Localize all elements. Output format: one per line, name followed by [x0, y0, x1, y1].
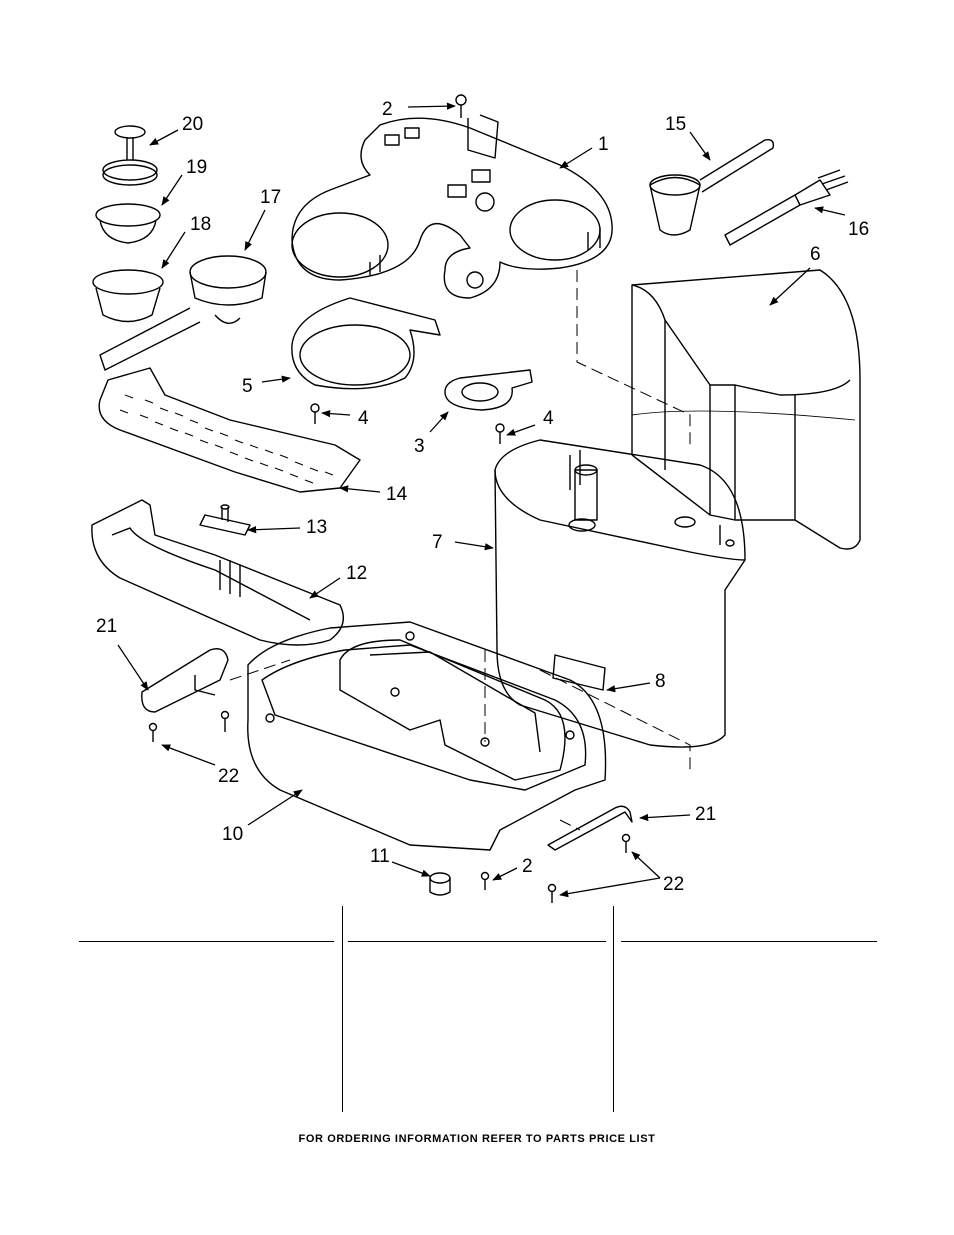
callout-11: 11: [370, 846, 390, 867]
callout-21-left: 21: [96, 616, 117, 637]
part-screw-top: [456, 95, 466, 118]
callout-14: 14: [386, 484, 408, 505]
callout-17: 17: [260, 187, 281, 208]
part-bracket-left: [142, 649, 228, 712]
callout-7: 7: [432, 532, 443, 553]
part-base: [248, 622, 606, 850]
part-screw-22b: [222, 712, 229, 733]
part-boiler-ring: [292, 298, 440, 389]
part-screw-22c: [623, 835, 630, 854]
callout-19: 19: [186, 157, 207, 178]
part-filter-18: [93, 270, 163, 322]
part-foot: [430, 873, 450, 895]
callout-3: 3: [414, 436, 425, 457]
callout-21-right: 21: [695, 804, 716, 825]
part-screw-22a: [150, 724, 157, 743]
callout-2-bottom: 2: [522, 856, 533, 877]
part-portafilter: [100, 256, 266, 370]
part-label-plate: [553, 655, 605, 690]
parts-table-rule-3: [621, 941, 877, 942]
parts-table-rule-2: [348, 941, 606, 942]
part-tamper: [103, 126, 157, 185]
callout-22-left: 22: [218, 766, 239, 787]
part-water-tank: [632, 270, 860, 549]
part-float: [200, 505, 250, 535]
callout-18: 18: [190, 214, 211, 235]
part-screw-22d: [549, 885, 556, 904]
part-scoop: [650, 140, 773, 235]
callout-4-left: 4: [358, 408, 369, 429]
part-drip-cup: [445, 370, 532, 410]
callout-13: 13: [306, 517, 327, 538]
callout-10: 10: [222, 824, 243, 845]
callout-16: 16: [848, 219, 869, 240]
part-top-cover: [292, 115, 612, 298]
callout-8: 8: [655, 671, 666, 692]
callout-12: 12: [346, 563, 367, 584]
part-bracket-right: [548, 806, 632, 850]
callout-5: 5: [242, 376, 253, 397]
callout-15: 15: [665, 114, 686, 135]
part-main-housing: [495, 440, 745, 747]
part-screw-4b: [496, 424, 504, 444]
assembly-dashed-lines: [230, 270, 720, 830]
callout-4-right: 4: [543, 408, 554, 429]
parts-table-divider-1: [342, 906, 343, 1112]
part-brush: [725, 170, 848, 245]
parts-table-divider-2: [613, 906, 614, 1112]
callout-2-top: 2: [382, 99, 393, 120]
parts-table-rule-1: [79, 941, 334, 942]
part-screw-2-bottom: [482, 873, 489, 891]
part-filter-19: [96, 204, 160, 243]
callout-20: 20: [182, 114, 203, 135]
callout-6: 6: [810, 244, 821, 265]
part-screw-4a: [311, 404, 319, 424]
callout-22-right: 22: [663, 874, 684, 895]
callout-1: 1: [598, 134, 609, 155]
ordering-note: FOR ORDERING INFORMATION REFER TO PARTS …: [0, 1133, 954, 1145]
